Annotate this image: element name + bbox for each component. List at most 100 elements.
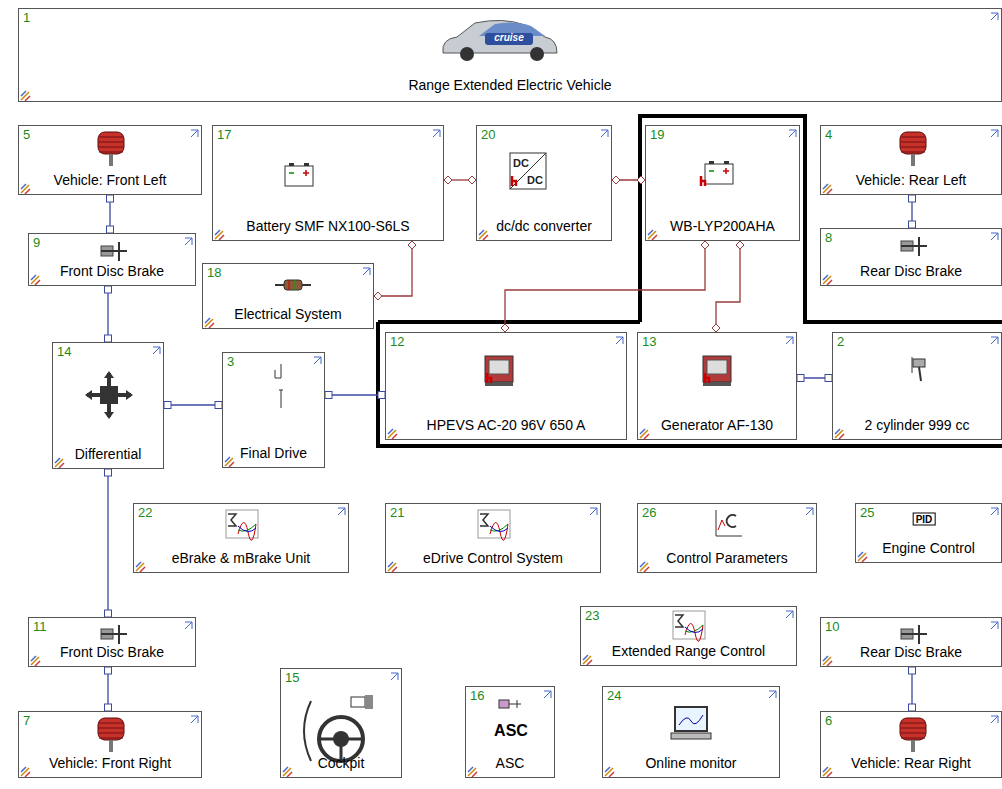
component-label: eDrive Control System [423,550,563,566]
component-label: Vehicle: Front Left [54,172,167,188]
component-box: 25PID Engine Control [855,503,1002,563]
component-box: 23Extended Range Control [580,606,797,666]
component-icon [29,618,197,668]
component-box: 17Battery SMF NX100-S6LS [212,125,444,241]
component-icon [29,234,197,287]
callout-number: 24 [607,688,621,703]
callout-number: 19 [650,127,664,142]
group-outline [378,116,1002,446]
electric-wire [712,241,744,332]
component-label: Rear Disc Brake [860,263,962,279]
component-label: Battery SMF NX100-S6LS [246,218,409,234]
callout-number: 16 [470,688,484,703]
callout-number: 22 [138,505,152,520]
mechanical-link [164,402,222,409]
callout-number: 13 [642,334,656,349]
callout-number: 7 [23,713,30,728]
component-box: 3Final Drive [222,352,325,468]
component-box: 1 cruiseRange Extended Electric Vehicle [18,8,1002,102]
component-label: Final Drive [240,445,307,461]
component-label: Rear Disc Brake [860,644,962,660]
component-label: Vehicle: Front Right [49,755,171,771]
electric-wire [612,176,645,184]
component-box: 6Vehicle: Rear Right [820,711,1002,778]
mechanical-link [797,375,832,382]
callout-number: 23 [585,608,599,623]
icon-text: PID [913,513,936,526]
mechanical-link [105,469,112,617]
callout-number: 9 [33,235,40,250]
callout-number: 2 [837,334,844,349]
callout-number: 8 [825,230,832,245]
electric-wire [444,176,476,184]
callout-number: 12 [390,334,404,349]
component-label: Front Disc Brake [60,263,164,279]
component-box: 16ASC ASC [465,686,555,778]
component-icon [821,618,1002,668]
component-label: dc/dc converter [496,218,592,234]
component-label: Control Parameters [666,550,787,566]
component-label: ASC [496,755,525,771]
component-label: Vehicle: Rear Left [856,172,967,188]
component-box: 11Front Disc Brake [28,617,196,667]
component-box: 24Online monitor [602,686,780,778]
component-label: Front Disc Brake [60,644,164,660]
component-box: 9Front Disc Brake [28,233,196,286]
component-box: 12HPEVS AC-20 96V 650 A [385,332,627,440]
callout-number: 5 [23,127,30,142]
callout-number: 18 [207,265,221,280]
component-box: 18Electrical System [202,263,374,329]
callout-number: 26 [642,505,656,520]
mechanical-link [325,392,385,399]
electric-wire [374,241,416,300]
component-label: Cockpit [318,755,365,771]
icon-text: cruise [494,32,523,43]
electric-wire [501,241,709,332]
mechanical-link [909,195,916,228]
component-box: 5Vehicle: Front Left [18,125,202,195]
component-box: 13Generator AF-130 [637,332,797,440]
callout-number: 10 [825,619,839,634]
component-label: 2 cylinder 999 cc [864,417,969,433]
callout-number: 20 [481,127,495,142]
icon-text: DC [527,174,543,186]
component-box: 10Rear Disc Brake [820,617,1002,667]
component-label: Extended Range Control [612,643,765,659]
component-label: Engine Control [882,540,975,556]
component-box: 26Control Parameters [637,503,817,573]
component-box: 2 2 cylinder 999 cc [832,332,1002,440]
component-box: 22 eBrake & mBrake Unit [133,503,349,573]
callout-number: 21 [390,505,404,520]
component-label: Online monitor [645,755,736,771]
callout-number: 15 [285,670,299,685]
mechanical-link [909,667,916,711]
callout-number: 4 [825,127,832,142]
callout-number: 17 [217,127,231,142]
icon-text: ASC [494,722,528,740]
icon-text: DC [513,157,529,169]
component-box: 8Rear Disc Brake [820,228,1002,286]
component-label: Differential [75,446,142,462]
callout-number: 3 [227,354,234,369]
component-box: 19WB-LYP200AHA [645,125,800,241]
component-box: 14Differential [52,342,164,469]
callout-number: 25 [860,505,874,520]
component-box: 20DC DC dc/dc converter [476,125,612,241]
callout-number: 6 [825,713,832,728]
callout-number: 1 [23,10,30,25]
component-label: Generator AF-130 [661,417,773,433]
mechanical-link [107,195,114,233]
callout-number: 11 [33,619,47,634]
component-box: 4Vehicle: Rear Left [820,125,1002,195]
component-box: 21 eDrive Control System [385,503,601,573]
component-label: WB-LYP200AHA [670,218,775,234]
mechanical-link [105,667,112,711]
component-label: eBrake & mBrake Unit [172,550,311,566]
component-label: Range Extended Electric Vehicle [408,77,611,93]
component-label: Vehicle: Rear Right [851,755,971,771]
component-label: Electrical System [234,306,341,322]
component-box: 7Vehicle: Front Right [18,711,202,778]
component-box: 15Cockpit [280,668,402,778]
callout-number: 14 [57,344,71,359]
